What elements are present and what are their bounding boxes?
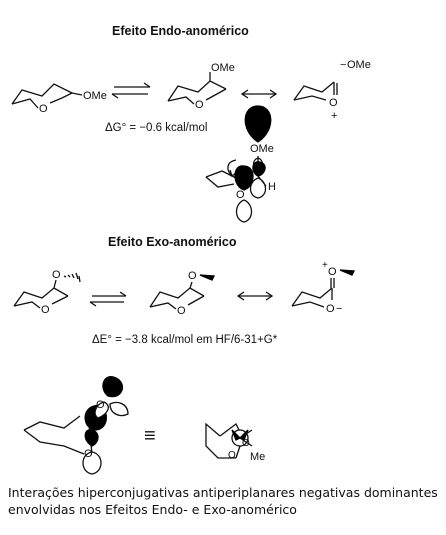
exo-title: Efeito Exo-anomérico bbox=[108, 235, 237, 249]
methyl-label: Me bbox=[250, 451, 265, 463]
positive-charge: + bbox=[322, 260, 328, 271]
exo-orbital-chair: O O bbox=[23, 376, 129, 475]
exo-equilibrium-arrows bbox=[89, 291, 127, 307]
hydrogen-label: H bbox=[268, 181, 276, 193]
oxonium-oxygen-label: O bbox=[328, 266, 337, 278]
exo-delta-e: ΔE° = −3.8 kcal/mol em HF/6-31+G* bbox=[92, 334, 278, 346]
methoxide-label: OMe bbox=[347, 59, 371, 71]
ome-label: OMe bbox=[250, 143, 274, 155]
ring-oxygen-label: O bbox=[195, 99, 204, 111]
negative-charge: − bbox=[336, 303, 342, 315]
oxide-oxygen-label: O bbox=[326, 303, 335, 315]
endo-title: Efeito Endo-anomérico bbox=[112, 24, 249, 38]
endo-equilibrium-arrows bbox=[111, 82, 151, 99]
ring-oxygen-label: O bbox=[41, 304, 50, 316]
endo-chair-axial: O OMe bbox=[167, 62, 235, 111]
equivalence-symbol: ≡ bbox=[144, 425, 156, 447]
negative-charge: − bbox=[340, 59, 346, 71]
endo-oxocarbenium: O + − OMe bbox=[293, 59, 371, 122]
exocyclic-oxygen-label: O bbox=[188, 270, 197, 282]
endo-resonance-arrow bbox=[240, 89, 278, 99]
ring-oxygen-label: O bbox=[236, 189, 245, 201]
exo-resonance-arrow bbox=[236, 291, 274, 301]
newman-projection: O O Me bbox=[205, 422, 265, 463]
oxonium-oxygen-label: O bbox=[329, 97, 338, 109]
endo-delta-g: ΔG° = −0.6 kcal/mol bbox=[105, 122, 207, 134]
ring-oxygen-label: O bbox=[84, 448, 93, 460]
ring-oxygen-label: O bbox=[228, 450, 236, 461]
exocyclic-oxygen-label: O bbox=[242, 438, 250, 449]
exocyclic-oxygen-label: O bbox=[52, 269, 61, 281]
ome-label: OMe bbox=[211, 62, 235, 74]
exo-chair-wedge: O O bbox=[149, 270, 216, 317]
endo-orbital-diagram: OMe H O bbox=[205, 105, 276, 223]
exo-oxocarbenium: O + O − bbox=[291, 260, 356, 315]
ome-label: OMe bbox=[83, 90, 107, 102]
ring-oxygen-label: O bbox=[177, 305, 186, 317]
exo-chair-hashed: O O bbox=[13, 269, 81, 316]
positive-charge: + bbox=[331, 110, 337, 122]
exocyclic-oxygen-label: O bbox=[96, 399, 105, 411]
endo-chair-equatorial: O OMe bbox=[11, 83, 107, 115]
ring-oxygen-label: O bbox=[39, 103, 48, 115]
figure-caption: Interações hiperconjugativas antiperipla… bbox=[8, 485, 438, 517]
